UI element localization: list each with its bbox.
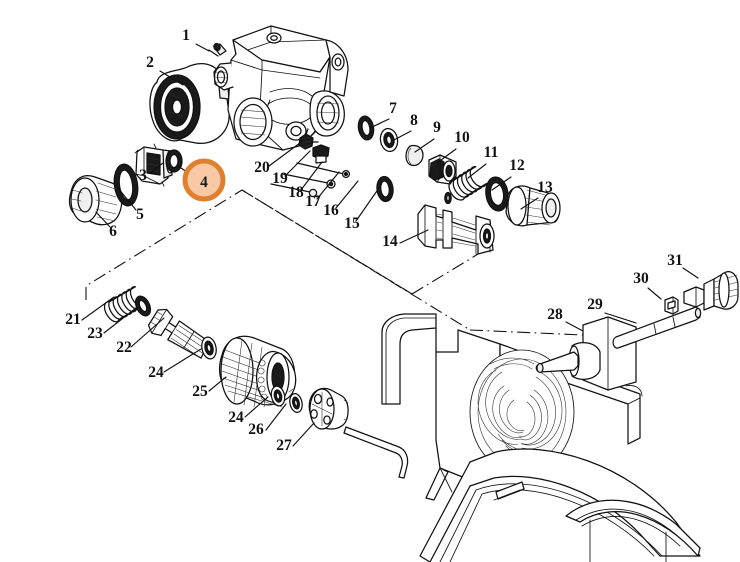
part-2-valve-cap [149, 63, 230, 144]
part-18-pin [296, 162, 351, 179]
part-24-washer-upper [201, 336, 217, 360]
callout-label-5: 5 [136, 206, 144, 223]
part-6-threaded-plug [68, 175, 123, 226]
callout-label-18: 18 [288, 184, 304, 201]
part-8-seal-washer [379, 127, 399, 153]
part-20-spring-washer [298, 128, 319, 150]
callout-label-22: 22 [116, 339, 132, 356]
part-17-washer [282, 173, 336, 189]
callout-label-24: 24 [148, 364, 164, 381]
part-27-end-cap [308, 387, 349, 430]
callout-label-1: 1 [182, 27, 190, 44]
part-11-spring [448, 166, 487, 201]
callout-label-29: 29 [587, 296, 603, 313]
machine-housing-shroud [381, 313, 701, 562]
callout-leaders [81, 43, 699, 447]
callout-label-23: 23 [87, 325, 103, 342]
callout-label-31: 31 [667, 252, 683, 269]
callout-label-9: 9 [433, 119, 441, 136]
part-31-quick-coupler [683, 271, 739, 311]
callout-label-17: 17 [305, 193, 321, 210]
callout-label-25: 25 [192, 383, 208, 400]
callout-label-16: 16 [323, 202, 339, 219]
part-4-o-ring [165, 149, 183, 173]
callout-label-19: 19 [272, 170, 288, 187]
part-9-ball [405, 144, 424, 167]
callout-label-12: 12 [509, 157, 525, 174]
part-23-o-ring [134, 295, 152, 317]
bent-wire-tool [343, 426, 409, 479]
part-14-valve-body [417, 191, 495, 255]
part-24-washer-lower [270, 385, 286, 407]
callout-label-2: 2 [146, 54, 154, 71]
callout-label-8: 8 [410, 112, 418, 129]
callout-label-26: 26 [248, 421, 264, 438]
callout-label-13: 13 [537, 179, 553, 196]
callout-label-27: 27 [276, 437, 292, 454]
callout-label-10: 10 [454, 129, 470, 146]
pump-body-housing [213, 25, 349, 151]
callout-label-21: 21 [65, 311, 81, 328]
part-26-washer [289, 392, 303, 414]
part-19-screw-plug [312, 144, 330, 164]
callout-numbers: 1 2 3 4 5 6 7 8 9 10 11 12 13 14 15 16 1… [65, 27, 683, 454]
callout-label-28: 28 [547, 306, 563, 323]
callout-label-15: 15 [344, 215, 360, 232]
part-29-shaft [612, 306, 702, 349]
part-22-piston-guide [147, 308, 210, 359]
part-16-washer [270, 183, 318, 198]
part-7-o-ring [357, 115, 375, 141]
part-10-valve-seat [428, 154, 457, 185]
callout-label-14: 14 [382, 233, 398, 250]
callout-label-6: 6 [109, 223, 117, 240]
callout-label-24b: 24 [228, 409, 244, 426]
part-5-o-ring [113, 163, 139, 207]
callout-label-20: 20 [254, 159, 270, 176]
callout-label-4: 4 [200, 174, 208, 191]
callout-label-30: 30 [633, 270, 649, 287]
part-25-clutch-drum [218, 335, 297, 408]
part-13-union-nut [505, 185, 561, 227]
callout-label-3: 3 [139, 167, 147, 184]
part-30-clip [664, 296, 679, 315]
part-1-screw [208, 42, 227, 57]
highlight-marker-4[interactable] [182, 158, 226, 202]
fan-grille [469, 349, 575, 475]
callout-label-11: 11 [484, 144, 499, 161]
callout-label-7: 7 [389, 100, 397, 117]
